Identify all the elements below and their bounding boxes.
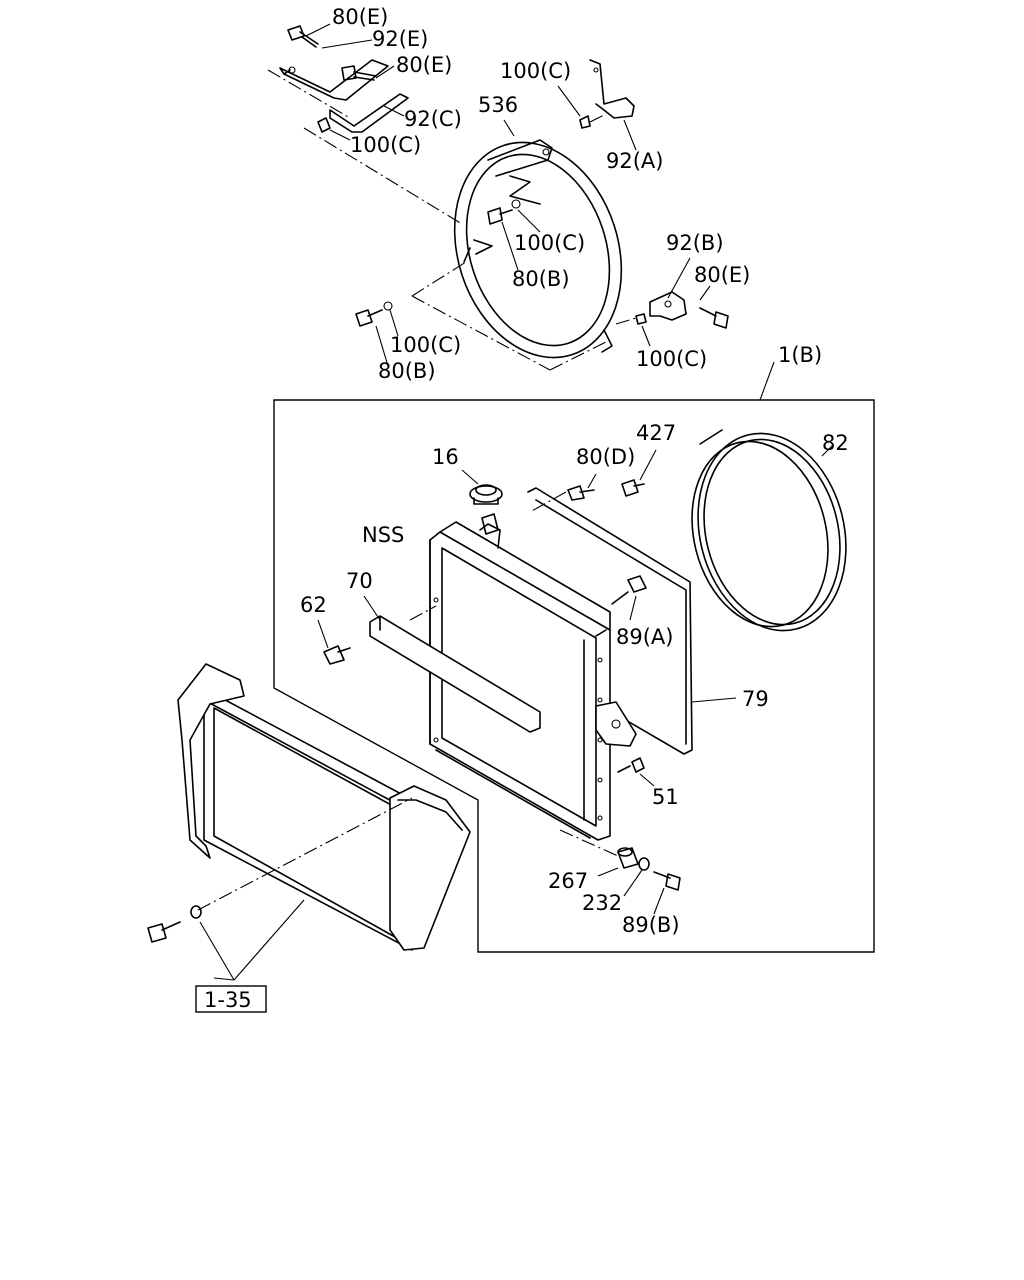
callout-1b[interactable]: 1(B) — [778, 343, 822, 367]
callout-80b-shroud[interactable]: 80(B) — [512, 267, 570, 291]
label-92c[interactable]: 92(C) — [404, 107, 462, 131]
radiator-core — [429, 521, 611, 841]
label-100c-right[interactable]: 100(C) — [636, 347, 707, 371]
callout-80e-mid[interactable]: 80(E) — [396, 53, 452, 77]
bolt-51 — [617, 757, 645, 773]
label-89b[interactable]: 89(B) — [622, 913, 680, 937]
mount-267 — [617, 847, 639, 869]
label-232[interactable]: 232 — [582, 891, 622, 915]
bolt-427 — [621, 479, 645, 497]
stay-70 — [369, 615, 541, 733]
bracket-92b — [649, 291, 687, 321]
bracket-92e — [279, 59, 389, 101]
callout-92c[interactable]: 92(C) — [404, 107, 462, 131]
label-80b-shroud[interactable]: 80(B) — [512, 267, 570, 291]
callout-80b-lower[interactable]: 80(B) — [378, 359, 436, 383]
callout-536[interactable]: 536 — [478, 93, 518, 117]
callout-427[interactable]: 427 — [636, 421, 676, 445]
callout-79[interactable]: 79 — [742, 687, 769, 711]
callout-89b[interactable]: 89(B) — [622, 913, 680, 937]
callout-62[interactable]: 62 — [300, 593, 327, 617]
bolt-intercooler — [147, 905, 202, 943]
seal-79 — [527, 487, 693, 755]
reference-box-1-35[interactable]: 1-35 — [195, 985, 267, 1013]
callout-80d[interactable]: 80(D) — [576, 445, 635, 469]
callout-16[interactable]: 16 — [432, 445, 459, 469]
bolt-80e-right — [699, 307, 729, 329]
fan-ring-82 — [691, 429, 847, 632]
bracket-92c — [329, 93, 409, 133]
callout-100c-shroud[interactable]: 100(C) — [514, 231, 585, 255]
label-16[interactable]: 16 — [432, 445, 459, 469]
label-536[interactable]: 536 — [478, 93, 518, 117]
callout-80e-top[interactable]: 80(E) — [332, 5, 388, 29]
callout-232[interactable]: 232 — [582, 891, 622, 915]
radiator-bracket — [595, 701, 637, 747]
fan-shroud-536 — [453, 139, 623, 359]
callout-100c-left[interactable]: 100(C) — [350, 133, 421, 157]
label-427[interactable]: 427 — [636, 421, 676, 445]
bolt-89a — [611, 575, 647, 605]
label-89a[interactable]: 89(A) — [616, 625, 673, 649]
bolt-89b — [653, 871, 681, 891]
callout-82[interactable]: 82 — [822, 431, 849, 455]
assembly-frame — [273, 399, 875, 953]
label-92a[interactable]: 92(A) — [606, 149, 663, 173]
callout-100c-lower[interactable]: 100(C) — [390, 333, 461, 357]
callout-80e-right[interactable]: 80(E) — [694, 263, 750, 287]
callout-92b[interactable]: 92(B) — [666, 231, 724, 255]
label-51[interactable]: 51 — [652, 785, 679, 809]
bracket-92a — [579, 59, 635, 129]
label-80e-mid[interactable]: 80(E) — [396, 53, 452, 77]
bolt-80b-shroud — [487, 199, 521, 225]
radiator-cap-16 — [469, 484, 503, 505]
label-100c-top[interactable]: 100(C) — [500, 59, 571, 83]
bolt-80d — [567, 485, 595, 501]
label-92b[interactable]: 92(B) — [666, 231, 724, 255]
label-100c-lower[interactable]: 100(C) — [390, 333, 461, 357]
nut-100c-right — [635, 313, 647, 325]
nut-100c-left — [317, 117, 331, 133]
label-80d[interactable]: 80(D) — [576, 445, 635, 469]
callout-92a[interactable]: 92(A) — [606, 149, 663, 173]
label-100c-left[interactable]: 100(C) — [350, 133, 421, 157]
callout-92e[interactable]: 92(E) — [372, 27, 428, 51]
washer-232 — [638, 857, 650, 871]
label-92e[interactable]: 92(E) — [372, 27, 428, 51]
callout-nss[interactable]: NSS — [362, 523, 404, 547]
label-267[interactable]: 267 — [548, 869, 588, 893]
callout-70[interactable]: 70 — [346, 569, 373, 593]
callout-51[interactable]: 51 — [652, 785, 679, 809]
label-80e-top[interactable]: 80(E) — [332, 5, 388, 29]
bolt-80e-top — [287, 25, 319, 48]
reference-box-frame — [195, 985, 267, 1013]
label-nss[interactable]: NSS — [362, 523, 404, 547]
label-70[interactable]: 70 — [346, 569, 373, 593]
bolt-80e-mid — [341, 65, 377, 81]
label-79[interactable]: 79 — [742, 687, 769, 711]
label-80e-right[interactable]: 80(E) — [694, 263, 750, 287]
label-62[interactable]: 62 — [300, 593, 327, 617]
callout-267[interactable]: 267 — [548, 869, 588, 893]
label-1b[interactable]: 1(B) — [778, 343, 822, 367]
filler-neck — [481, 513, 499, 535]
label-100c-shroud[interactable]: 100(C) — [514, 231, 585, 255]
label-82[interactable]: 82 — [822, 431, 849, 455]
reference-1-35[interactable]: 1-35 — [204, 988, 252, 1012]
label-80b-lower[interactable]: 80(B) — [378, 359, 436, 383]
bolt-80b-lower — [355, 301, 393, 327]
callout-100c-right[interactable]: 100(C) — [636, 347, 707, 371]
callout-100c-top[interactable]: 100(C) — [500, 59, 571, 83]
bolt-62 — [323, 645, 351, 665]
callout-89a[interactable]: 89(A) — [616, 625, 673, 649]
intercooler — [177, 663, 471, 951]
